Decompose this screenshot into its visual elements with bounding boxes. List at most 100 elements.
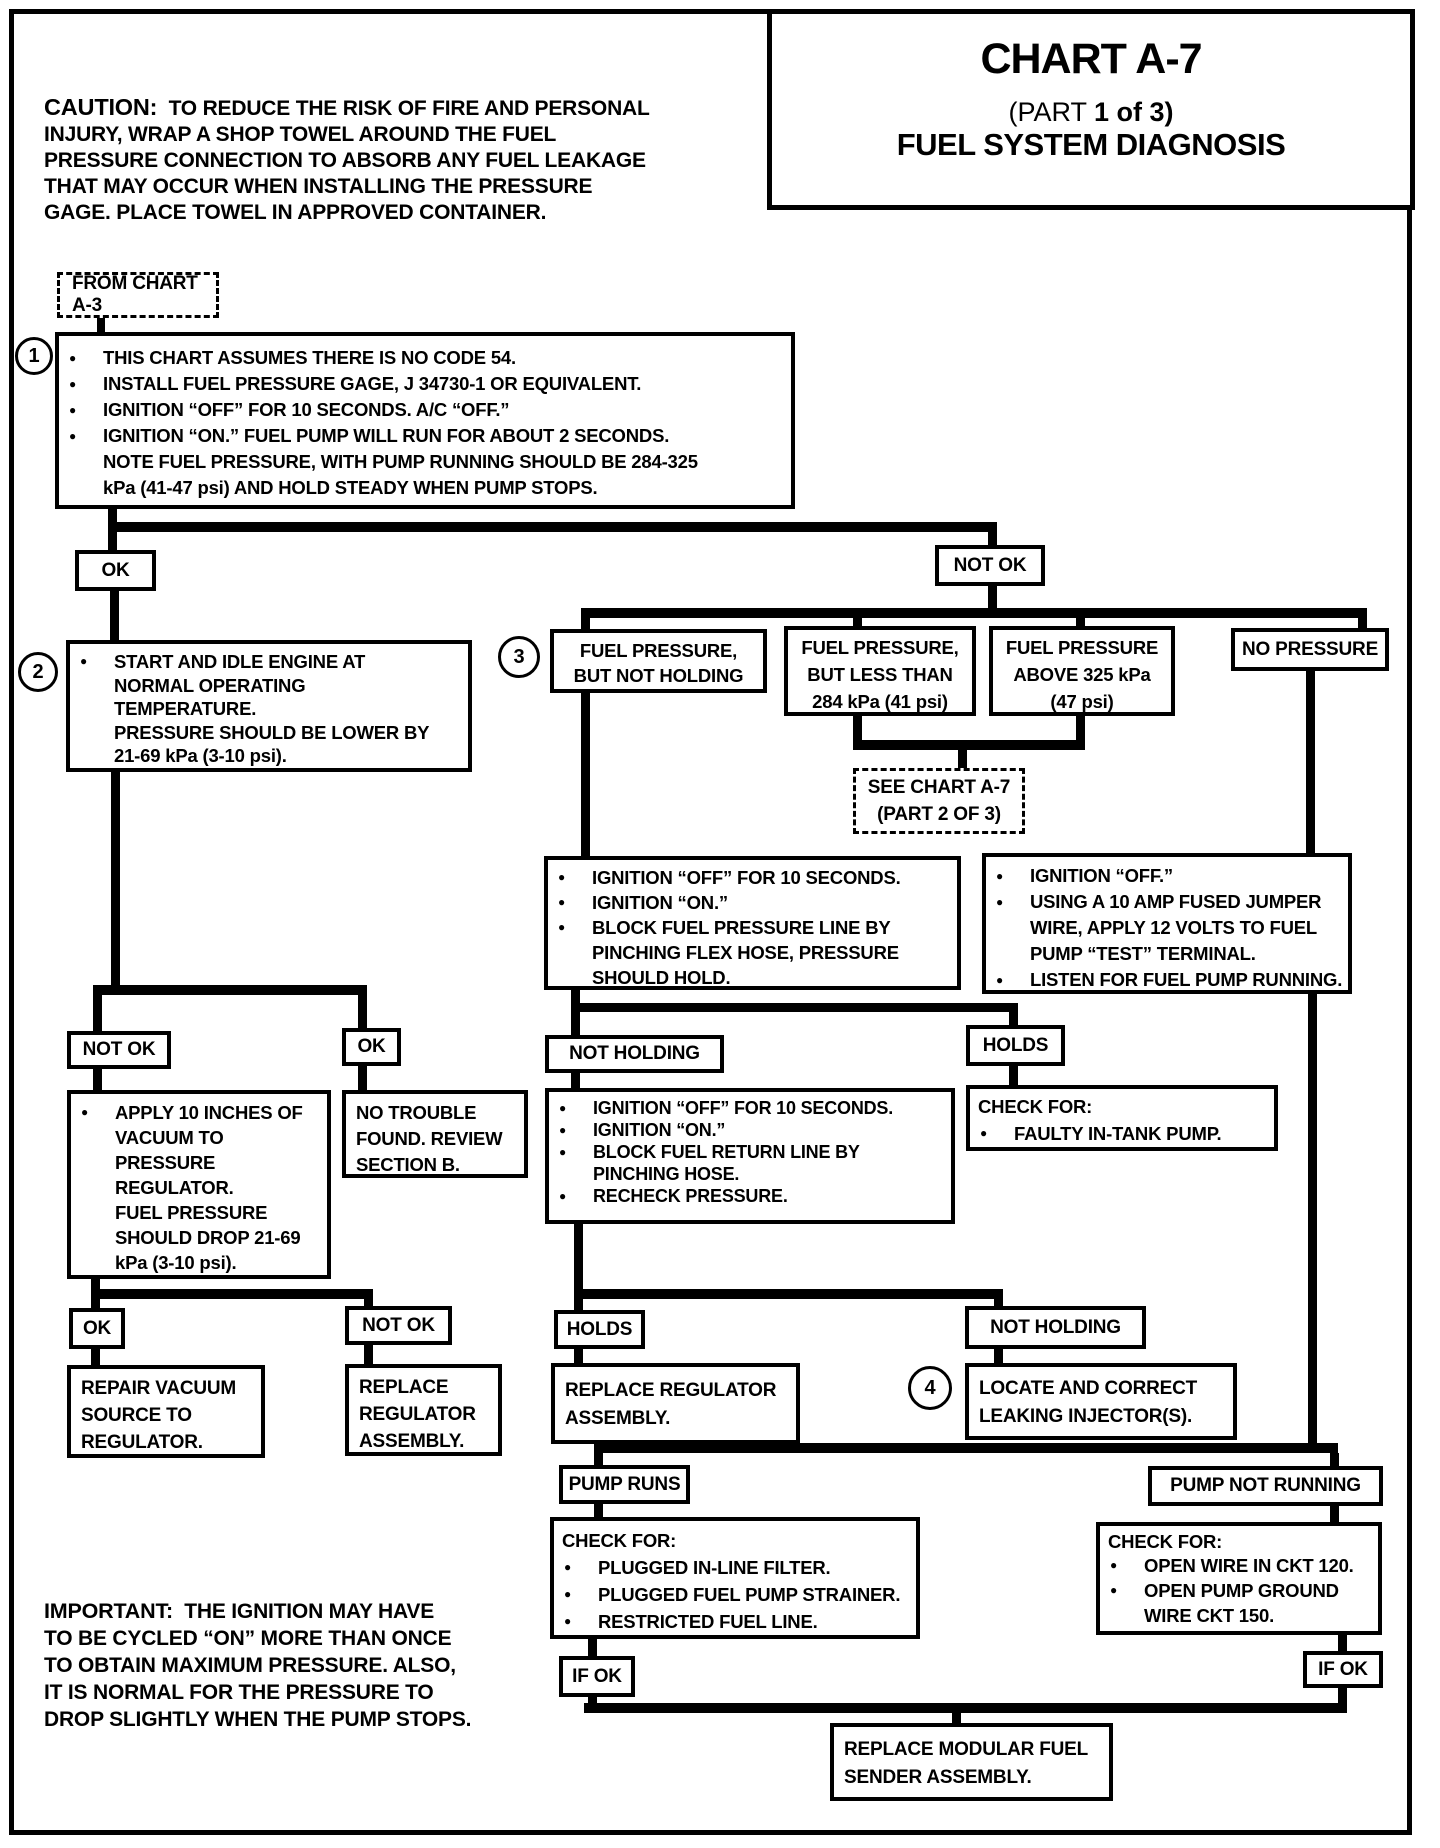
- block-pressure-line-box: ●IGNITION “OFF” FOR 10 SECONDS.●IGNITION…: [544, 856, 961, 990]
- connector: [1076, 618, 1085, 626]
- connector: [581, 608, 1367, 618]
- check-open-wire-box: CHECK FOR:●OPEN WIRE IN CKT 120.●OPEN PU…: [1096, 1522, 1382, 1635]
- step-number-4: 4: [908, 1366, 952, 1410]
- connector: [571, 1073, 580, 1088]
- connector: [594, 1504, 603, 1517]
- step-number-2: 2: [18, 652, 58, 692]
- page-border: [9, 9, 1412, 1835]
- connector: [853, 716, 862, 740]
- connector: [574, 1349, 583, 1363]
- connector: [581, 618, 590, 629]
- caution-note: CAUTION: TO REDUCE THE RISK OF FIRE AND …: [44, 94, 650, 224]
- block-return-line-box: ●IGNITION “OFF” FOR 10 SECONDS.●IGNITION…: [545, 1088, 955, 1224]
- if-ok-label-left: IF OK: [559, 1656, 635, 1697]
- connector: [988, 586, 997, 608]
- see-chart-a7-part2-box: SEE CHART A-7(PART 2 OF 3): [853, 768, 1025, 834]
- connector: [111, 772, 120, 985]
- connector: [1009, 1066, 1018, 1085]
- connector: [97, 317, 105, 332]
- connector: [93, 1069, 102, 1090]
- chart-title: CHART A-7: [980, 35, 1202, 83]
- not-ok-label-2: NOT OK: [67, 1031, 171, 1069]
- jumper-wire-test-box: ●IGNITION “OFF.”●USING A 10 AMP FUSED JU…: [982, 853, 1352, 994]
- connector: [364, 1299, 373, 1307]
- connector: [1306, 671, 1315, 853]
- not-ok-label-1: NOT OK: [935, 545, 1045, 586]
- connector: [91, 1279, 100, 1289]
- connector: [1338, 1635, 1347, 1651]
- connector: [994, 1349, 1003, 1363]
- pump-not-running-label: PUMP NOT RUNNING: [1148, 1466, 1383, 1506]
- fuel-pressure-not-holding-box: FUEL PRESSURE,BUT NOT HOLDING: [550, 629, 767, 693]
- connector: [1009, 1012, 1018, 1025]
- from-chart-a3-box: FROM CHART A-3: [57, 272, 219, 318]
- step-number-1: 1: [15, 337, 53, 375]
- not-holding-label-2: NOT HOLDING: [965, 1306, 1146, 1349]
- connector: [588, 1639, 597, 1656]
- pump-runs-label: PUMP RUNS: [559, 1465, 690, 1504]
- connector: [588, 1697, 597, 1704]
- step1-box: ●THIS CHART ASSUMES THERE IS NO CODE 54.…: [55, 332, 795, 509]
- connector: [1076, 716, 1085, 740]
- not-holding-label-1: NOT HOLDING: [545, 1035, 724, 1073]
- connector: [574, 1224, 583, 1289]
- connector: [1330, 1453, 1339, 1466]
- connector: [91, 1299, 100, 1309]
- chart-subtitle: FUEL SYSTEM DIAGNOSIS: [896, 127, 1286, 162]
- connector: [584, 1703, 1347, 1713]
- connector: [358, 995, 367, 1028]
- connector: [571, 1003, 1018, 1012]
- no-pressure-box: NO PRESSURE: [1231, 628, 1389, 671]
- holds-label-2: HOLDS: [554, 1310, 645, 1349]
- connector: [108, 532, 117, 550]
- connector: [108, 509, 117, 522]
- connector: [581, 693, 590, 856]
- connector: [91, 1289, 373, 1299]
- connector: [93, 995, 102, 1031]
- connector: [574, 1289, 1003, 1299]
- title-box: CHART A-7 (PART 1 of 3) FUEL SYSTEM DIAG…: [767, 9, 1415, 210]
- connector: [358, 1066, 367, 1090]
- important-note: IMPORTANT: THE IGNITION MAY HAVE TO BE C…: [44, 1599, 472, 1731]
- connector: [93, 985, 367, 995]
- connector: [1330, 1506, 1339, 1522]
- ok-label-2: OK: [342, 1028, 401, 1066]
- connector: [571, 990, 580, 1003]
- connector: [571, 1012, 580, 1035]
- check-filter-strainer-box: CHECK FOR:●PLUGGED IN-LINE FILTER.●PLUGG…: [550, 1517, 920, 1639]
- connector: [958, 750, 967, 768]
- connector: [594, 1443, 1338, 1453]
- connector: [1358, 618, 1367, 628]
- ok-label-3: OK: [69, 1308, 125, 1349]
- if-ok-label-right: IF OK: [1303, 1651, 1383, 1688]
- ok-label-1: OK: [75, 550, 156, 591]
- important-heading: IMPORTANT:: [44, 1599, 173, 1623]
- caution-heading: CAUTION:: [44, 94, 158, 120]
- connector: [108, 522, 997, 532]
- chart-part: (PART 1 of 3): [1008, 97, 1174, 127]
- connector: [994, 1299, 1003, 1307]
- connector: [952, 1713, 961, 1723]
- connector: [574, 1299, 583, 1310]
- connector: [1308, 994, 1317, 1444]
- connector: [364, 1345, 373, 1364]
- holds-label-1: HOLDS: [966, 1025, 1065, 1066]
- connector: [988, 532, 997, 545]
- connector: [853, 618, 862, 626]
- check-in-tank-pump-box: CHECK FOR:●FAULTY IN-TANK PUMP.: [966, 1085, 1278, 1151]
- not-ok-label-3: NOT OK: [345, 1306, 452, 1345]
- connector: [110, 591, 119, 640]
- connector: [1338, 1688, 1347, 1703]
- connector: [91, 1349, 100, 1365]
- connector: [594, 1453, 603, 1465]
